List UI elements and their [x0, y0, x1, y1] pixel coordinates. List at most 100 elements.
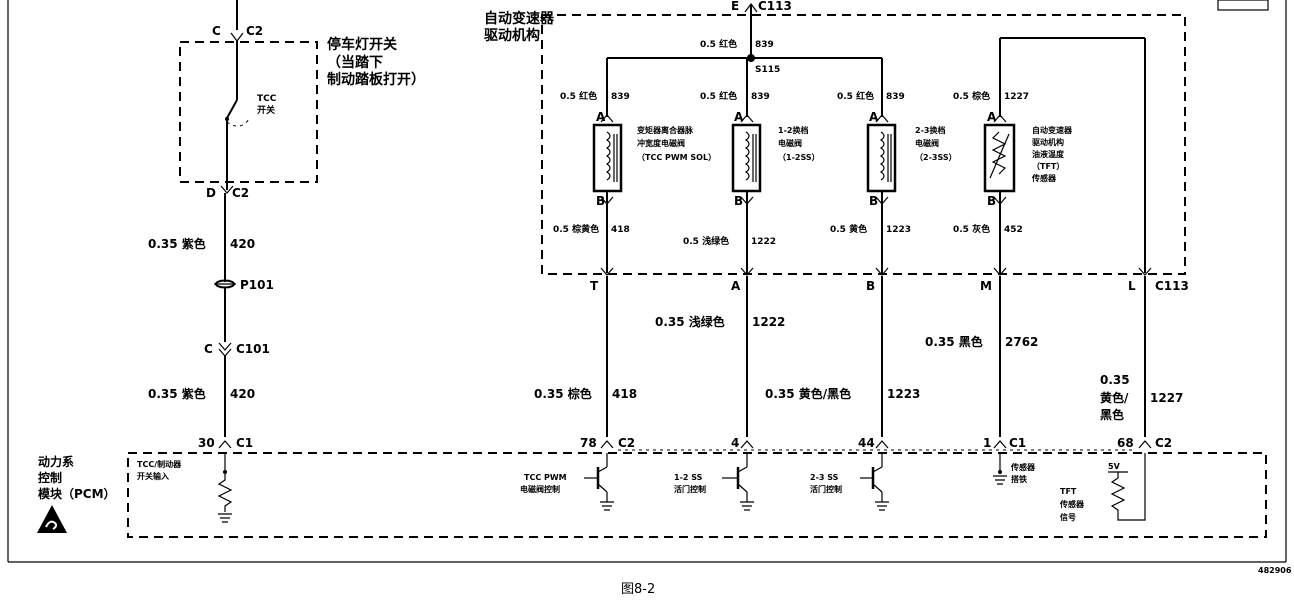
pcm-tft-signal: 5V TFT 传感器 信号: [1059, 453, 1146, 522]
svg-text:1222: 1222: [751, 237, 776, 247]
brake-switch-title: 停车灯开关: [327, 36, 397, 53]
svg-text:A: A: [869, 110, 879, 124]
svg-text:839: 839: [751, 92, 770, 102]
svg-text:驱动机构: 驱动机构: [1032, 137, 1064, 147]
svg-text:B: B: [869, 194, 878, 208]
tft-sensor-box: [983, 123, 1016, 193]
svg-text:0.5 红色: 0.5 红色: [700, 90, 737, 102]
ground-icon: [600, 501, 614, 511]
svg-text:开关输入: 开关输入: [137, 471, 169, 481]
brake-conn-bottom: C2: [232, 186, 249, 200]
svg-text:活门控制: 活门控制: [810, 484, 842, 494]
svg-text:30: 30: [198, 436, 215, 450]
solenoid-1-2ss: 0.5 红色 839 A 1-2换档 电磁阀 （1-2SS） B 0.5 浅绿色…: [683, 58, 820, 273]
svg-text:2-3 SS: 2-3 SS: [810, 473, 839, 482]
pcm-2-3ss-driver: 2-3 SS 活门控制: [810, 453, 889, 511]
feed-wire-circuit: 839: [755, 40, 774, 50]
solenoid-coil-icon: [605, 131, 611, 181]
c113-connector-row: T A B M L C113: [590, 267, 1189, 293]
wire-418-label: 0.35 棕色: [534, 386, 592, 401]
svg-text:C1: C1: [236, 436, 253, 450]
pcm-connector-row: 30 C1 78 C2 4 44 1 C1 68 C2: [198, 436, 1172, 451]
switch-blade: [226, 99, 238, 119]
pull-resistor-icon: [217, 474, 233, 512]
trans-assembly-box: [541, 14, 1186, 275]
wire-2762-label: 0.35 黑色: [925, 334, 983, 349]
conn-c2-top-symbol: [230, 32, 244, 42]
sensor-tft: 0.5 棕色 1227 A 自动变速器 驱动机构 油液温度 （TFT） 传感器 …: [953, 37, 1145, 273]
wire-1227-gauge: 0.35: [1100, 373, 1130, 387]
wire-1227-color1: 黄色/: [1100, 390, 1129, 405]
svg-text:0.5 黄色: 0.5 黄色: [830, 223, 867, 235]
wire-1223-label: 0.35 黄色/黑色: [765, 386, 851, 401]
svg-text:B: B: [987, 194, 996, 208]
solenoid-coil-icon: [879, 131, 885, 181]
svg-text:2-3换档: 2-3换档: [915, 125, 945, 135]
svg-text:（1-2SS）: （1-2SS）: [778, 152, 820, 162]
trans-title2: 驱动机构: [484, 27, 540, 44]
pullup-resistor-icon: [1110, 453, 1146, 521]
svg-text:变矩器离合器脉: 变矩器离合器脉: [637, 125, 694, 135]
wire-420-lower-circuit: 420: [230, 387, 255, 401]
thermistor-icon: [991, 131, 1007, 175]
svg-text:44: 44: [858, 436, 875, 450]
svg-text:0.5 红色: 0.5 红色: [837, 90, 874, 102]
wire-420-upper-circuit: 420: [230, 237, 255, 251]
svg-text:B: B: [866, 279, 875, 293]
svg-text:A: A: [596, 110, 606, 124]
svg-text:传感器: 传感器: [1031, 173, 1057, 183]
figure-code: 482906: [1258, 566, 1292, 575]
svg-text:452: 452: [1004, 225, 1023, 235]
wire-1227-circuit: 1227: [1150, 391, 1183, 405]
brake-conn-top: C2: [246, 24, 263, 38]
svg-text:TCC PWM: TCC PWM: [524, 473, 567, 482]
wire-418-circuit: 418: [612, 387, 637, 401]
figure-caption: 图8-2: [621, 582, 655, 597]
svg-text:A: A: [731, 279, 741, 293]
svg-text:M: M: [980, 279, 992, 293]
solenoid-coil-icon: [744, 131, 750, 181]
svg-text:418: 418: [611, 225, 630, 235]
pcm-title1: 动力系: [38, 454, 74, 469]
svg-text:A: A: [987, 110, 997, 124]
pcm-title3: 模块（PCM）: [38, 486, 116, 501]
brake-switch-note2: 制动踏板打开）: [327, 71, 425, 88]
pcm-box: [127, 452, 1267, 538]
pcm-tcc-brake-input: TCC/制动器 开关输入: [137, 453, 233, 523]
svg-text:油液温度: 油液温度: [1032, 149, 1065, 159]
wire-1222-circuit: 1222: [752, 315, 785, 329]
svg-text:C2: C2: [1155, 436, 1172, 450]
pcm-tcc-pwm-driver: TCC PWM 电磁阀控制: [520, 453, 614, 511]
c113-label: C113: [1155, 279, 1189, 293]
svg-text:（TCC PWM SOL）: （TCC PWM SOL）: [637, 152, 716, 162]
conn-c2-bottom-symbol: [220, 185, 234, 194]
pcm-title2: 控制: [38, 470, 62, 485]
top-conn-pin: E: [731, 0, 739, 13]
feed-wire-label: 0.5 红色: [700, 38, 737, 50]
wire-2762-circuit: 2762: [1005, 335, 1038, 349]
wire-420-upper-label: 0.35 紫色: [148, 236, 206, 251]
brake-conn-bottom-pin: D: [206, 186, 216, 200]
brake-conn-top-pin: C: [212, 24, 221, 38]
svg-text:（2-3SS）: （2-3SS）: [915, 152, 957, 162]
ground-icon: [218, 513, 232, 523]
wire-420-lower-label: 0.35 紫色: [148, 386, 206, 401]
svg-text:1223: 1223: [886, 225, 911, 235]
svg-text:T: T: [590, 279, 599, 293]
svg-text:信号: 信号: [1060, 512, 1076, 522]
svg-text:0.5 灰色: 0.5 灰色: [953, 223, 990, 235]
svg-text:0.5 浅绿色: 0.5 浅绿色: [683, 235, 729, 247]
ground-icon: [740, 501, 754, 511]
switch-mech-link: [226, 117, 251, 127]
conn-c101-symbol: [218, 342, 232, 357]
c101-label: C101: [236, 342, 270, 356]
brake-switch-note1: （当踏下: [327, 54, 383, 71]
svg-text:0.5 棕黄色: 0.5 棕黄色: [553, 223, 599, 235]
pcm-1-2ss-driver: 1-2 SS 活门控制: [674, 453, 754, 511]
svg-text:传感器: 传感器: [1010, 462, 1036, 472]
wire-1227-color2: 黑色: [1100, 407, 1124, 422]
brake-switch-box: [179, 41, 318, 183]
svg-text:自动变速器: 自动变速器: [1032, 125, 1073, 135]
svg-text:C2: C2: [618, 436, 635, 450]
